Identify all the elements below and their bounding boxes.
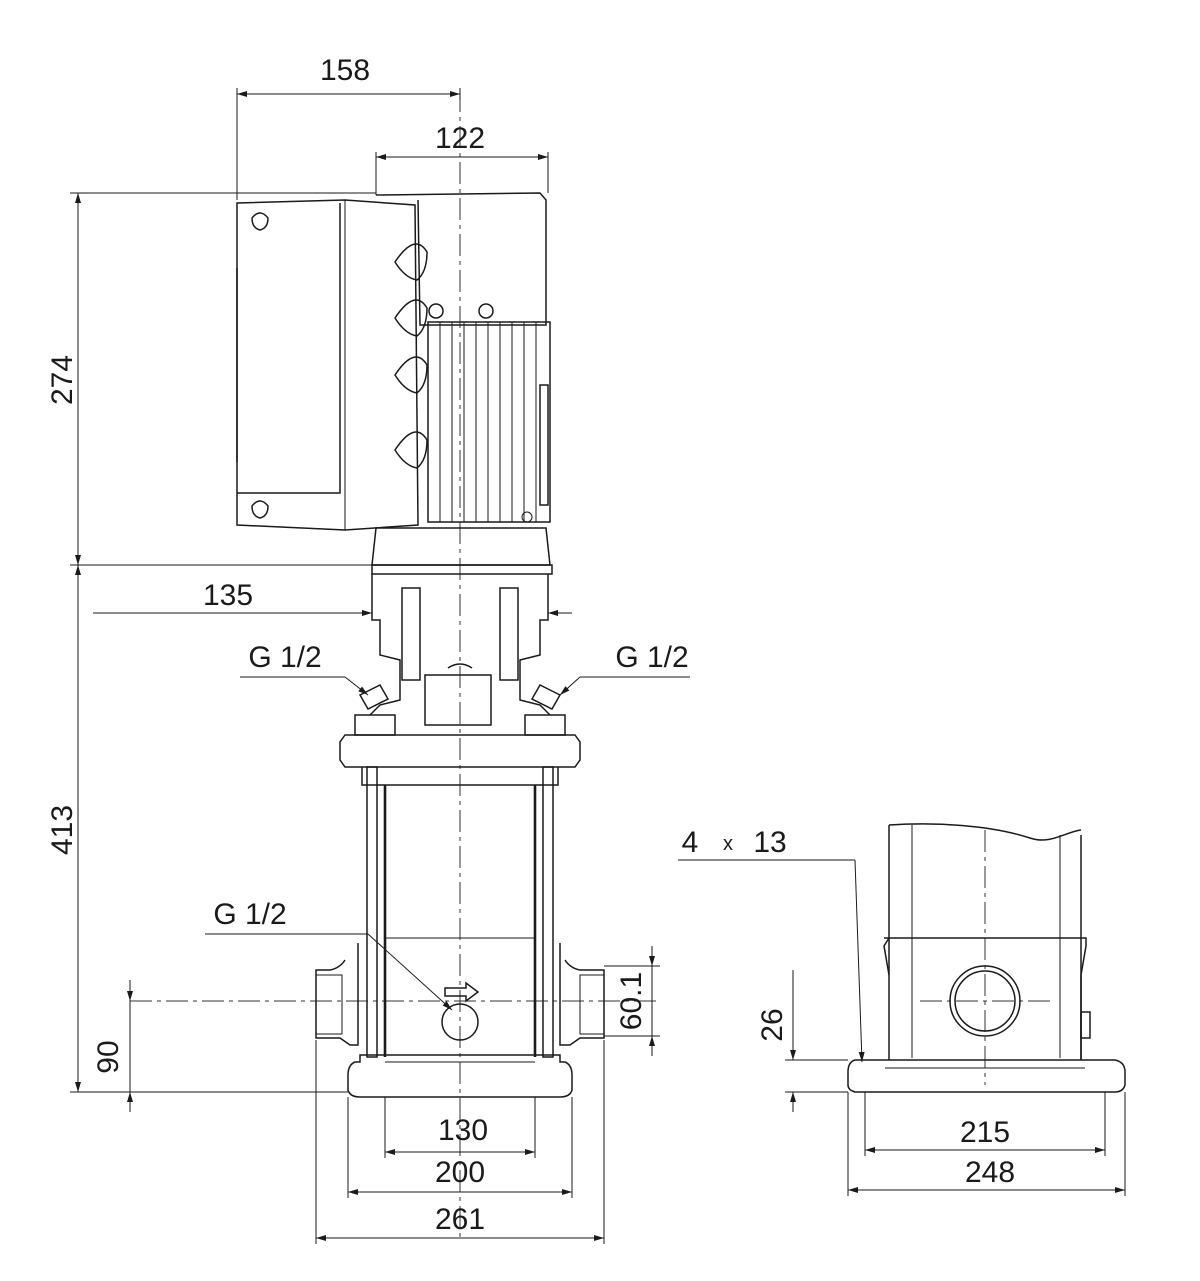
terminal-box (236, 199, 419, 531)
dim-413: 413 (46, 805, 79, 855)
dim-248: 248 (965, 1156, 1015, 1189)
side-base (847, 1059, 1126, 1093)
holes-diameter: 13 (753, 826, 786, 859)
dim-135: 135 (203, 579, 253, 612)
dim-60-1: 60.1 (615, 972, 648, 1030)
dimensions: 158 122 274 413 135 G 1/2 G 1/2 G 1/2 (46, 54, 1126, 1244)
motor (236, 192, 553, 575)
terminal-box-hole-bottom (251, 500, 269, 519)
pump-body (315, 766, 605, 1098)
holes-times: x (723, 833, 733, 855)
side-port-inner (954, 970, 1016, 1032)
eye-bolt-right (478, 303, 494, 319)
dim-200: 200 (435, 1156, 485, 1189)
dim-274: 274 (46, 355, 79, 405)
cable-gland-4 (394, 431, 428, 469)
eye-bolt-left (428, 303, 444, 319)
cable-gland-1 (394, 243, 428, 281)
tie-rod-right (542, 766, 554, 1058)
side-port-outer (949, 965, 1021, 1037)
holes-count: 4 (682, 826, 699, 859)
dim-26: 26 (756, 1008, 789, 1041)
pump-head (339, 574, 581, 786)
dim-90: 90 (92, 1040, 125, 1073)
coupling-guard (424, 674, 492, 726)
terminal-box-hole-top (251, 212, 269, 231)
dim-158: 158 (320, 54, 370, 87)
dim-215: 215 (960, 1116, 1010, 1149)
dim-130: 130 (438, 1114, 488, 1147)
outlet-port (559, 943, 605, 1046)
dim-261: 261 (435, 1203, 485, 1236)
drain-label: G 1/2 (213, 898, 286, 931)
tie-rod-left (366, 766, 378, 1058)
motor-flange (371, 527, 551, 566)
vent-right-label: G 1/2 (615, 641, 688, 674)
vent-left-label: G 1/2 (248, 641, 321, 674)
flow-arrow (444, 981, 480, 1003)
inlet-port (315, 943, 359, 1046)
drain-plug (441, 1003, 479, 1041)
side-view (847, 823, 1126, 1093)
pump-base (347, 1054, 573, 1098)
motor-stator (427, 321, 551, 523)
cable-gland-3 (394, 356, 428, 394)
top-flange (339, 734, 581, 768)
center-lines (130, 90, 1050, 1240)
cable-gland-2 (394, 299, 428, 337)
dim-122: 122 (435, 122, 485, 155)
